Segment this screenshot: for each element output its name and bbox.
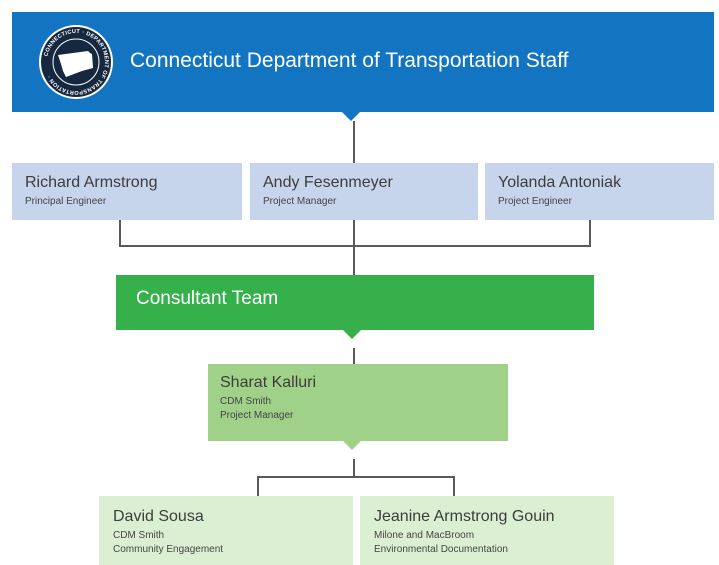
staff-role: Principal Engineer: [25, 196, 107, 207]
pm-role: Project Manager: [220, 410, 294, 421]
staff-name: Andy Fesenmeyer: [263, 174, 393, 191]
connector-line: [589, 220, 591, 246]
team-member-company: Milone and MacBroom: [374, 530, 475, 541]
ct-dot-seal-logo: CONNECTICUT · DEPARTMENT OF TRANSPORTATI…: [39, 25, 113, 99]
team-member-card-1: David Sousa CDM Smith Community Engageme…: [99, 496, 353, 565]
pm-pointer: [343, 441, 361, 450]
connector-line: [119, 220, 121, 246]
team-member-name: Jeanine Armstrong Gouin: [374, 508, 555, 525]
staff-name: Yolanda Antoniak: [498, 174, 622, 191]
team-member-role: Community Engagement: [113, 544, 224, 555]
team-member-company: CDM Smith: [113, 530, 165, 541]
consultant-pointer: [343, 330, 361, 339]
header-banner: [12, 12, 714, 112]
connector-line: [119, 245, 591, 247]
connector-line: [353, 459, 355, 477]
header-pointer: [342, 112, 360, 121]
staff-card-1: Richard Armstrong Principal Engineer: [12, 163, 242, 220]
connector-line: [353, 348, 355, 364]
connector-line: [257, 476, 259, 496]
team-member-name: David Sousa: [113, 508, 204, 525]
connector-line: [353, 121, 355, 163]
consultant-team-title: Consultant Team: [136, 288, 279, 309]
staff-role: Project Engineer: [498, 196, 572, 207]
project-manager-card: Sharat Kalluri CDM Smith Project Manager: [208, 364, 508, 441]
team-member-role: Environmental Documentation: [374, 544, 508, 555]
staff-name: Richard Armstrong: [25, 174, 158, 191]
staff-card-3: Yolanda Antoniak Project Engineer: [485, 163, 714, 220]
consultant-team-banner: [116, 275, 594, 330]
team-member-card-2: Jeanine Armstrong Gouin Milone and MacBr…: [360, 496, 614, 565]
staff-role: Project Manager: [263, 196, 337, 207]
connector-line: [453, 476, 455, 496]
connector-line: [257, 476, 455, 478]
staff-card-2: Andy Fesenmeyer Project Manager: [250, 163, 478, 220]
connector-line: [353, 220, 355, 275]
pm-company: CDM Smith: [220, 396, 272, 407]
page-title: Connecticut Department of Transportation…: [130, 49, 569, 72]
pm-name: Sharat Kalluri: [220, 374, 317, 391]
